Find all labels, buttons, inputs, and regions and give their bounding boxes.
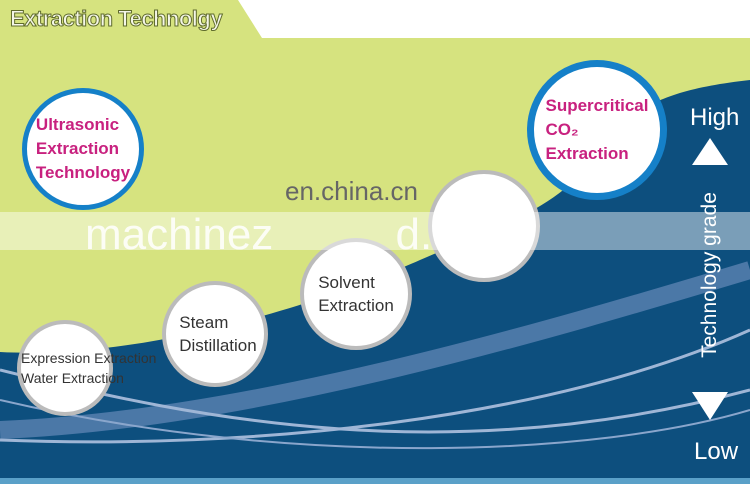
label: Supercritical — [545, 96, 649, 115]
method-unlabeled — [428, 170, 540, 282]
label: Extraction — [545, 144, 629, 163]
label: Steam — [179, 313, 229, 332]
axis-low: Low — [694, 438, 739, 465]
label: Extraction — [35, 139, 120, 158]
watermark-band — [0, 212, 750, 250]
up-arrow-icon — [692, 138, 728, 165]
swoosh — [0, 399, 750, 450]
watermark: en.china.cn — [285, 176, 418, 206]
page-title: Extraction Technolgy — [9, 6, 223, 32]
label: Extraction — [318, 296, 394, 315]
down-arrow-icon — [692, 392, 728, 420]
label: CO₂ — [545, 120, 579, 139]
label: Solvent — [318, 273, 375, 292]
label: Expression Extraction — [21, 350, 157, 366]
label: Water Extraction — [21, 370, 124, 386]
watermark: machinez d.com — [85, 210, 516, 259]
label: Distillation — [179, 336, 257, 355]
bottom-border — [0, 478, 750, 484]
swoosh — [0, 328, 750, 444]
axis-high: High — [690, 104, 740, 131]
label: Ultrasonic — [35, 115, 120, 134]
label: Technology — [35, 163, 131, 182]
